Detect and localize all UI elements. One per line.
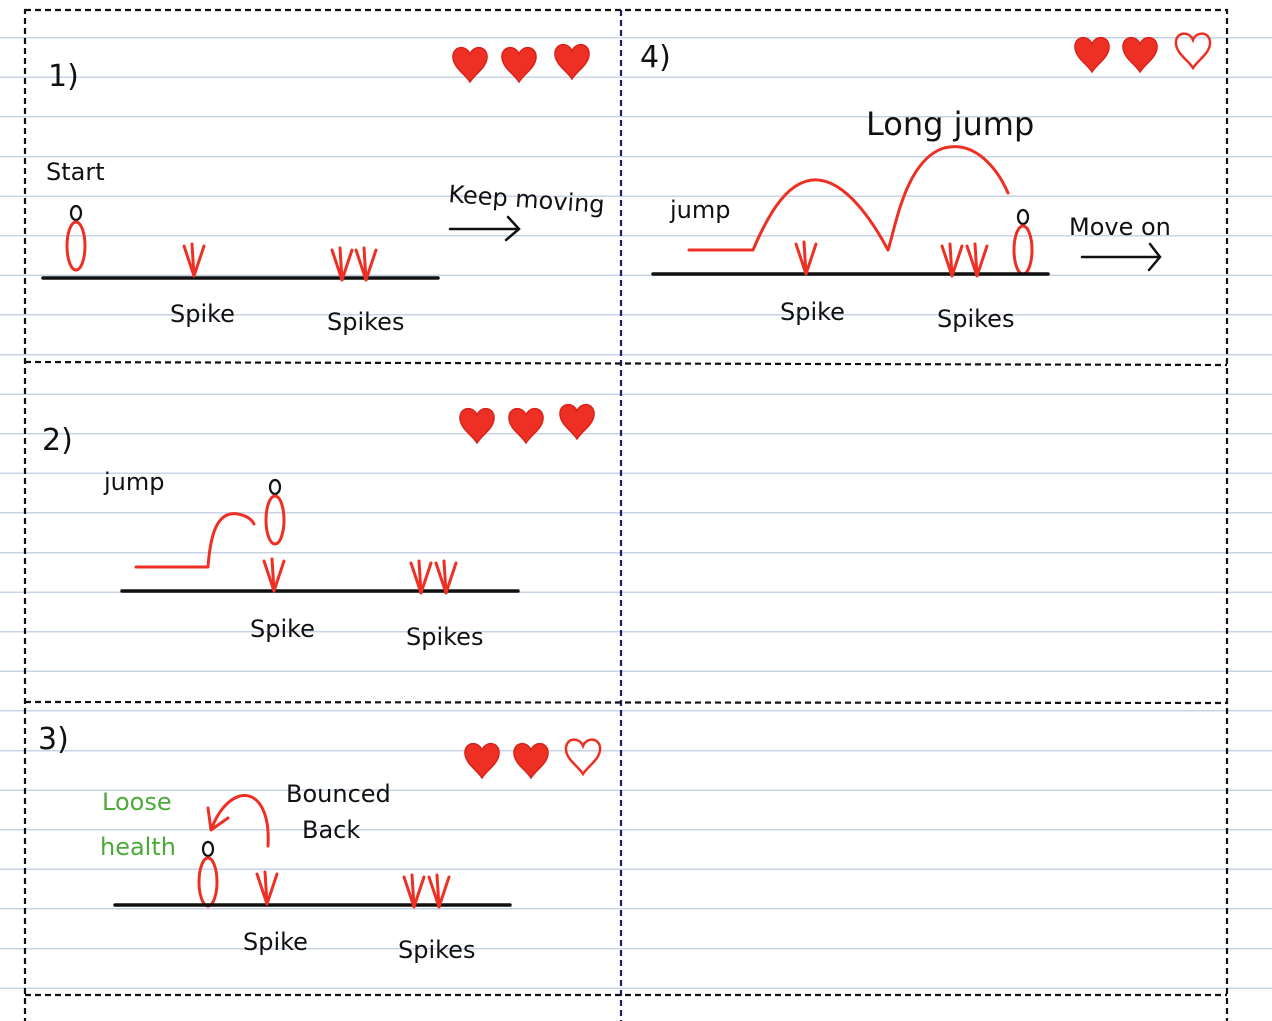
jump-label: jump	[669, 196, 731, 224]
spike-icon	[262, 557, 286, 593]
bounced-back-label-line2: Back	[302, 816, 360, 844]
spike-label: Spike	[250, 615, 315, 643]
heart-empty-icon	[1174, 32, 1212, 70]
spike-label: Spike	[170, 300, 235, 328]
spike-icon	[402, 873, 426, 909]
heart-full-icon	[464, 742, 500, 779]
spike-icon	[940, 242, 964, 278]
heart-full-icon	[559, 403, 595, 440]
spikes-label: Spikes	[327, 308, 404, 336]
long-jump-trajectory	[687, 145, 1010, 252]
panel-2: 2) jump Spike Spikes	[42, 403, 595, 651]
start-label: Start	[46, 158, 105, 186]
spike-icon	[427, 873, 451, 909]
heart-full-icon	[508, 407, 544, 444]
spike-icon	[965, 242, 989, 278]
heart-full-icon	[513, 742, 549, 779]
panel-number: 2)	[42, 423, 73, 458]
player-figure	[1012, 208, 1034, 276]
spikes-label: Spikes	[406, 623, 483, 651]
spike-icon	[255, 870, 279, 906]
spikes-label: Spikes	[937, 305, 1014, 333]
spike-icon	[434, 559, 458, 595]
player-figure	[197, 840, 219, 908]
spike-icon	[409, 559, 433, 595]
player-figure	[65, 204, 87, 272]
panel-3: 3) Loose health Bounced Back Spike Spike…	[38, 722, 602, 964]
right-arrow-icon	[1080, 242, 1162, 272]
player-figure	[264, 478, 286, 546]
storyboard-frame	[23, 8, 1229, 1021]
spike-icon	[182, 242, 206, 278]
heart-full-icon	[554, 43, 590, 80]
heart-empty-icon	[564, 738, 602, 776]
spikes-label: Spikes	[398, 936, 475, 964]
heart-full-icon	[1122, 36, 1158, 73]
row-divider-2	[24, 700, 1228, 705]
spike-icon	[354, 246, 378, 282]
move-on-label: Move on	[1069, 213, 1171, 241]
health-hearts	[1074, 32, 1212, 73]
spike-label: Spike	[243, 928, 308, 956]
keep-moving-label: Keep moving	[448, 180, 606, 219]
spike-icon	[330, 246, 354, 282]
jump-label: jump	[103, 468, 165, 496]
panel-number: 3)	[38, 722, 69, 757]
lose-health-label-line1: Loose	[102, 788, 172, 816]
heart-full-icon	[452, 46, 488, 83]
bounce-arrow-icon	[206, 794, 270, 848]
heart-full-icon	[501, 46, 537, 83]
heart-full-icon	[1074, 36, 1110, 73]
health-hearts	[452, 43, 590, 83]
panel-number: 1)	[48, 59, 79, 94]
jump-trajectory	[134, 512, 256, 569]
health-hearts	[464, 738, 602, 779]
spike-icon	[794, 240, 818, 276]
lose-health-label-line2: health	[100, 833, 176, 861]
panel-4: 4) Long jump jump Spike Spikes Move on	[640, 32, 1212, 333]
panel-number: 4)	[640, 40, 671, 75]
long-jump-title: Long jump	[866, 105, 1034, 143]
health-hearts	[459, 403, 595, 444]
heart-full-icon	[459, 407, 495, 444]
panel-1: 1) Start Spike Spikes Keep moving	[41, 43, 606, 336]
row-divider-1	[24, 360, 1228, 367]
bounced-back-label-line1: Bounced	[286, 780, 391, 808]
spike-label: Spike	[780, 298, 845, 326]
right-arrow-icon	[448, 215, 521, 242]
